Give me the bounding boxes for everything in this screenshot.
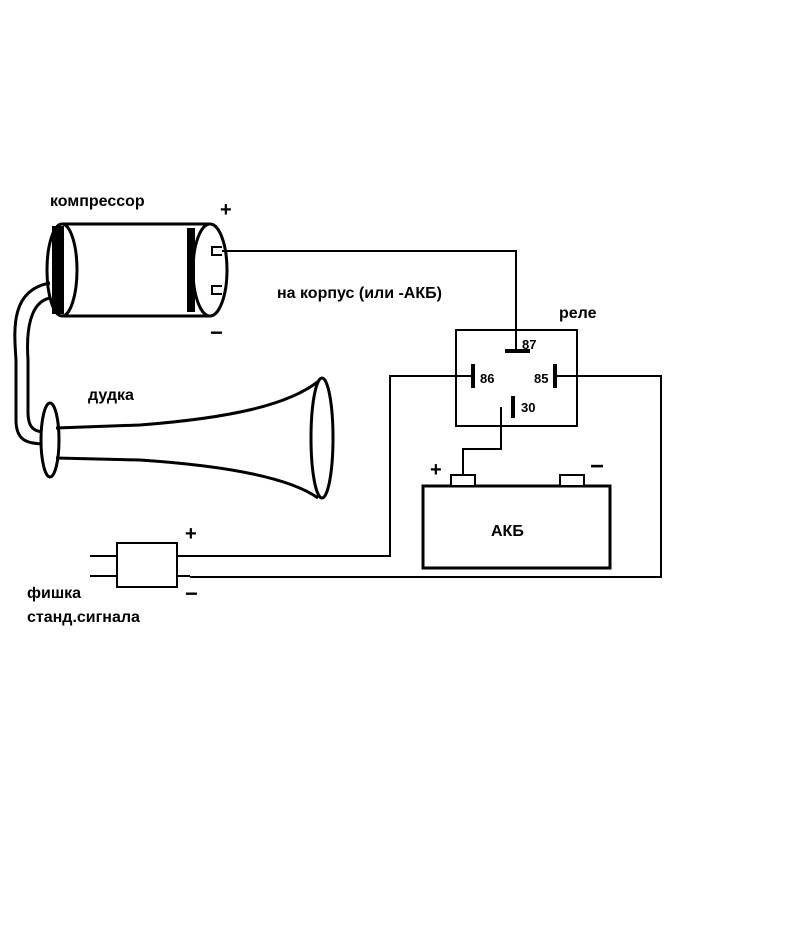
- compressor-plus-sign: +: [220, 199, 232, 221]
- relay-pin-87-label: 87: [522, 337, 536, 352]
- relay-pin-30-label: 30: [521, 400, 535, 415]
- connector-plus-sign: +: [185, 523, 197, 545]
- label-ground: на корпус (или -АКБ): [277, 285, 442, 302]
- horn: [39, 376, 335, 500]
- wire-relay-30-to-battery: [462, 407, 502, 475]
- wires: [190, 250, 662, 578]
- compressor: [45, 222, 229, 318]
- compressor-minus-sign: −: [210, 320, 223, 345]
- battery-minus-sign: −: [590, 453, 604, 480]
- air-hose: [13, 281, 51, 446]
- battery-plus-sign: +: [430, 459, 442, 481]
- label-connector-line1: фишка: [27, 585, 81, 602]
- label-battery: АКБ: [491, 523, 524, 540]
- label-horn: дудка: [88, 387, 134, 404]
- relay-pin-86-label: 86: [480, 371, 494, 386]
- wire-compressor-to-relay-87: [222, 250, 517, 351]
- label-compressor: компрессор: [50, 193, 145, 210]
- connector-minus-sign: −: [185, 581, 198, 606]
- label-relay: реле: [559, 305, 597, 322]
- label-connector-line2: станд.сигнала: [27, 609, 140, 626]
- battery: [421, 474, 612, 570]
- wire-relay-85-to-connector: [190, 375, 662, 578]
- connector: [90, 542, 190, 588]
- relay-pin-85-label: 85: [534, 371, 548, 386]
- wire-relay-86-to-connector: [190, 375, 473, 557]
- battery-plus-terminal: [450, 474, 476, 487]
- battery-minus-terminal: [559, 474, 585, 487]
